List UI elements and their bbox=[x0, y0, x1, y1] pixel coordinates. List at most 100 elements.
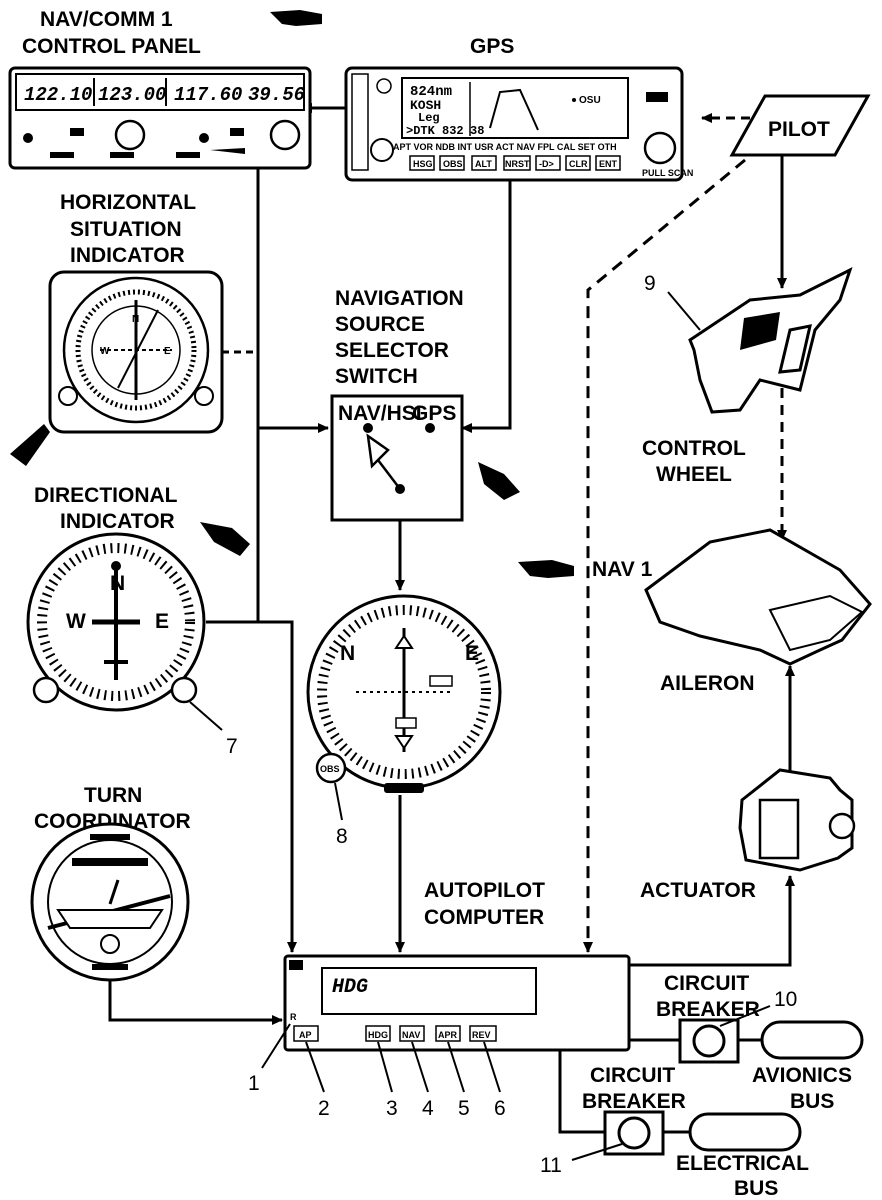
control-wheel: 9 CONTROL WHEEL bbox=[642, 270, 850, 486]
pilot: PILOT bbox=[732, 96, 868, 155]
gps-unit: GPS 824nm KOSH Leg >DTK 832 38 OSU APT V… bbox=[346, 35, 693, 180]
com-tuning-knob[interactable] bbox=[116, 121, 144, 149]
pointing-hand-icon bbox=[478, 462, 520, 500]
di-heading-bug-knob[interactable] bbox=[172, 678, 196, 702]
gps-buttons: HSG OBS ALT NRST -D> CLR ENT bbox=[410, 156, 620, 170]
control-wheel-title-line2: WHEEL bbox=[656, 463, 732, 486]
aileron-surface bbox=[646, 530, 870, 664]
pilot-label: PILOT bbox=[768, 118, 830, 141]
nav-sel-title-line3: SELECTOR bbox=[335, 339, 449, 362]
avionics-bus-line2: BUS bbox=[790, 1090, 834, 1113]
electrical-bus-line1: ELECTRICAL bbox=[676, 1152, 809, 1175]
cb10-button[interactable] bbox=[694, 1026, 724, 1056]
gps-trk: 38 bbox=[470, 124, 484, 138]
selector-nav-contact[interactable] bbox=[363, 423, 373, 433]
ap-title-line1: AUTOPILOT bbox=[424, 879, 545, 902]
callout-6: 6 bbox=[494, 1097, 506, 1120]
svg-text:E: E bbox=[164, 346, 171, 357]
di-title-line1: DIRECTIONAL bbox=[34, 484, 178, 507]
nav1-bottom-plate bbox=[384, 783, 424, 793]
nav-mode-button[interactable] bbox=[176, 152, 200, 158]
callout-2: 2 bbox=[318, 1097, 330, 1120]
actuator: ACTUATOR bbox=[640, 770, 854, 902]
pointing-hand-icon bbox=[270, 10, 322, 26]
turn-coordinator: TURN COORDINATOR bbox=[32, 784, 191, 980]
svg-text:W: W bbox=[100, 346, 110, 357]
pointing-hand-icon bbox=[10, 424, 50, 466]
gps-button-direct-label: -D> bbox=[539, 159, 554, 169]
nav-button-label: NAV bbox=[402, 1030, 420, 1040]
com-flip-flop-button[interactable] bbox=[70, 128, 84, 136]
ap-title-line2: COMPUTER bbox=[424, 906, 544, 929]
gps-button-alt-label: ALT bbox=[475, 159, 492, 169]
hsi-heading-knob[interactable] bbox=[59, 387, 77, 405]
selector-gps-contact[interactable] bbox=[425, 423, 435, 433]
nav-tuning-knob[interactable] bbox=[271, 121, 299, 149]
gps-power-knob[interactable] bbox=[371, 139, 393, 161]
callout-8: 8 bbox=[336, 825, 348, 848]
electrical-bus: ELECTRICAL BUS bbox=[676, 1114, 809, 1200]
hsi-title-line1: HORIZONTAL bbox=[60, 191, 196, 214]
di-push-knob[interactable] bbox=[34, 678, 58, 702]
com-mode-button[interactable] bbox=[50, 152, 74, 158]
gps-leg: Leg bbox=[418, 111, 440, 125]
gps-button-hsg-label: HSG bbox=[413, 159, 433, 169]
callout-11: 11 bbox=[540, 1154, 562, 1177]
cb11-title-line1: CIRCUIT bbox=[590, 1064, 675, 1087]
svg-text:E: E bbox=[465, 642, 479, 665]
ap-r-indicator: R bbox=[290, 1012, 297, 1022]
navcomm-title-line2: CONTROL PANEL bbox=[22, 35, 201, 58]
cb10-title-line2: BREAKER bbox=[656, 998, 760, 1021]
svg-text:N: N bbox=[132, 314, 139, 325]
hdg-button-label: HDG bbox=[368, 1030, 388, 1040]
gps-to-selector-line bbox=[462, 180, 510, 428]
gps-title: GPS bbox=[470, 35, 514, 58]
nav1-indicator: NAV 1 N E OBS 8 bbox=[308, 558, 653, 848]
pointing-hand-icon bbox=[518, 560, 574, 578]
nav-active-freq: 117.60 bbox=[174, 84, 242, 106]
nav-volume-knob[interactable] bbox=[199, 133, 209, 143]
gps-button-obs-label: OBS bbox=[443, 159, 463, 169]
nav-standby-freq: 39.56 bbox=[248, 84, 305, 106]
svg-text:W: W bbox=[66, 610, 86, 633]
circuit-breaker-11: CIRCUIT BREAKER 11 bbox=[540, 1064, 686, 1177]
gps-small-knob[interactable] bbox=[377, 79, 391, 93]
cb10-title-line1: CIRCUIT bbox=[664, 972, 749, 995]
electrical-bus-shape bbox=[690, 1114, 800, 1150]
cb11-button[interactable] bbox=[619, 1118, 649, 1148]
callout-1: 1 bbox=[248, 1072, 260, 1095]
com-chan-button[interactable] bbox=[110, 152, 134, 158]
nav-sel-title-line2: SOURCE bbox=[335, 313, 425, 336]
aileron: AILERON bbox=[646, 530, 870, 695]
avionics-bus-line1: AVIONICS bbox=[752, 1064, 852, 1087]
callout-5: 5 bbox=[458, 1097, 470, 1120]
ap-button-label: AP bbox=[299, 1030, 312, 1040]
com-active-freq: 122.10 bbox=[24, 84, 92, 106]
gps-pull-scan-knob[interactable] bbox=[645, 133, 675, 163]
com-volume-knob[interactable] bbox=[23, 133, 33, 143]
di-to-autopilot-line bbox=[206, 622, 292, 952]
gps-pull-scan-label: PULL SCAN bbox=[642, 168, 693, 178]
hsi-title-line2: SITUATION bbox=[70, 218, 182, 241]
svg-text:N: N bbox=[110, 572, 125, 595]
actuator-title: ACTUATOR bbox=[640, 879, 756, 902]
navcomm-title-line1: NAV/COMM 1 bbox=[40, 8, 173, 31]
gps-dtk: >DTK 832 bbox=[406, 124, 464, 138]
di-title-line2: INDICATOR bbox=[60, 510, 175, 533]
cb11-title-line2: BREAKER bbox=[582, 1090, 686, 1113]
control-wheel-title-line1: CONTROL bbox=[642, 437, 746, 460]
turn-title-line1: TURN bbox=[84, 784, 142, 807]
pointing-hand-icon bbox=[200, 522, 250, 556]
nav-flip-flop-button[interactable] bbox=[230, 128, 244, 136]
gps-button-clr-label: CLR bbox=[569, 159, 588, 169]
hsi-instrument: HORIZONTAL SITUATION INDICATOR N E W bbox=[10, 191, 222, 466]
gps-power-button[interactable] bbox=[646, 92, 668, 102]
aileron-title: AILERON bbox=[660, 672, 755, 695]
gps-card-slot bbox=[352, 74, 368, 170]
com-standby-freq: 123.00 bbox=[98, 84, 166, 106]
hsi-course-knob[interactable] bbox=[195, 387, 213, 405]
electrical-bus-line2: BUS bbox=[734, 1177, 778, 1200]
gps-page-row: APT VOR NDB INT USR ACT NAV FPL CAL SET … bbox=[393, 142, 617, 152]
callout-4: 4 bbox=[422, 1097, 434, 1120]
nav-source-selector: NAVIGATION SOURCE SELECTOR SWITCH NAV/HS… bbox=[332, 287, 520, 520]
